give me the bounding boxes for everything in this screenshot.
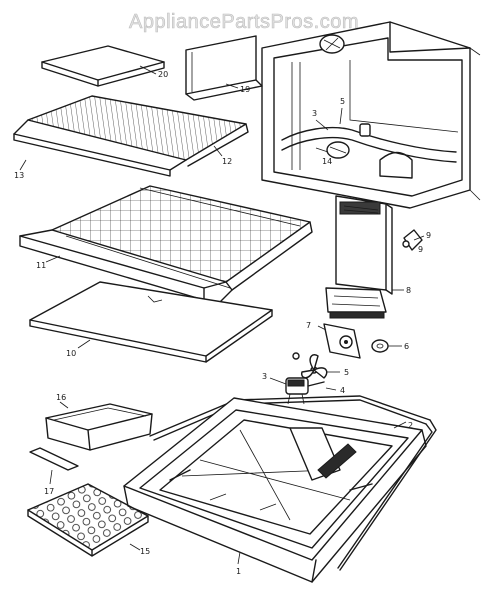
grommet-part [371,339,389,353]
door-liner-part [123,397,427,583]
shelf-panel-part [41,45,165,87]
callout-13: 13 [14,171,24,180]
watermark-text: AppliancePartsPros.com [129,11,359,33]
callout-12: 12 [222,157,232,166]
trim-strip-part [29,447,79,471]
evaporator-cover-part [325,195,393,319]
fan-blade-part [292,352,328,379]
crisper-cover-plate-part [29,281,273,363]
callout-1: 1 [236,567,241,576]
callout-10: 10 [66,349,76,358]
callout-4: 4 [340,386,345,395]
callout-7: 7 [306,321,311,330]
fan-motor-part [285,377,325,405]
callout-3b: 3 [312,109,317,118]
callout-11: 11 [36,261,46,270]
callout-6: 6 [404,342,409,351]
callout-16: 16 [56,393,66,402]
crisper-shelf-part [19,185,313,303]
callout-15: 15 [140,547,150,556]
callout-20: 20 [158,70,168,79]
callout-5: 5 [344,368,349,377]
callout-19: 19 [240,85,250,94]
callout-9b: 9 [418,245,423,254]
wire-shelf-part [13,95,249,177]
ice-cube-tray-part [27,483,149,557]
callout-2: 2 [408,421,413,430]
clip-part [402,229,423,251]
crisper-cover-frame-part [185,35,263,101]
callout-5b: 5 [340,97,345,106]
callouts: 20 19 12 13 3 5 14 11 9 8 10 7 6 5 4 3 2 [14,65,431,576]
door-gasket-part [149,395,437,571]
refrigerator-cabinet [261,21,481,209]
callout-8: 8 [406,286,411,295]
callout-3: 3 [262,372,267,381]
fan-bracket-part [323,323,361,359]
lamp-bulb-part [319,34,350,159]
callout-14: 14 [322,157,332,166]
ice-bin-part [45,403,153,451]
callout-17: 17 [44,487,54,496]
callout-9: 9 [426,231,431,240]
